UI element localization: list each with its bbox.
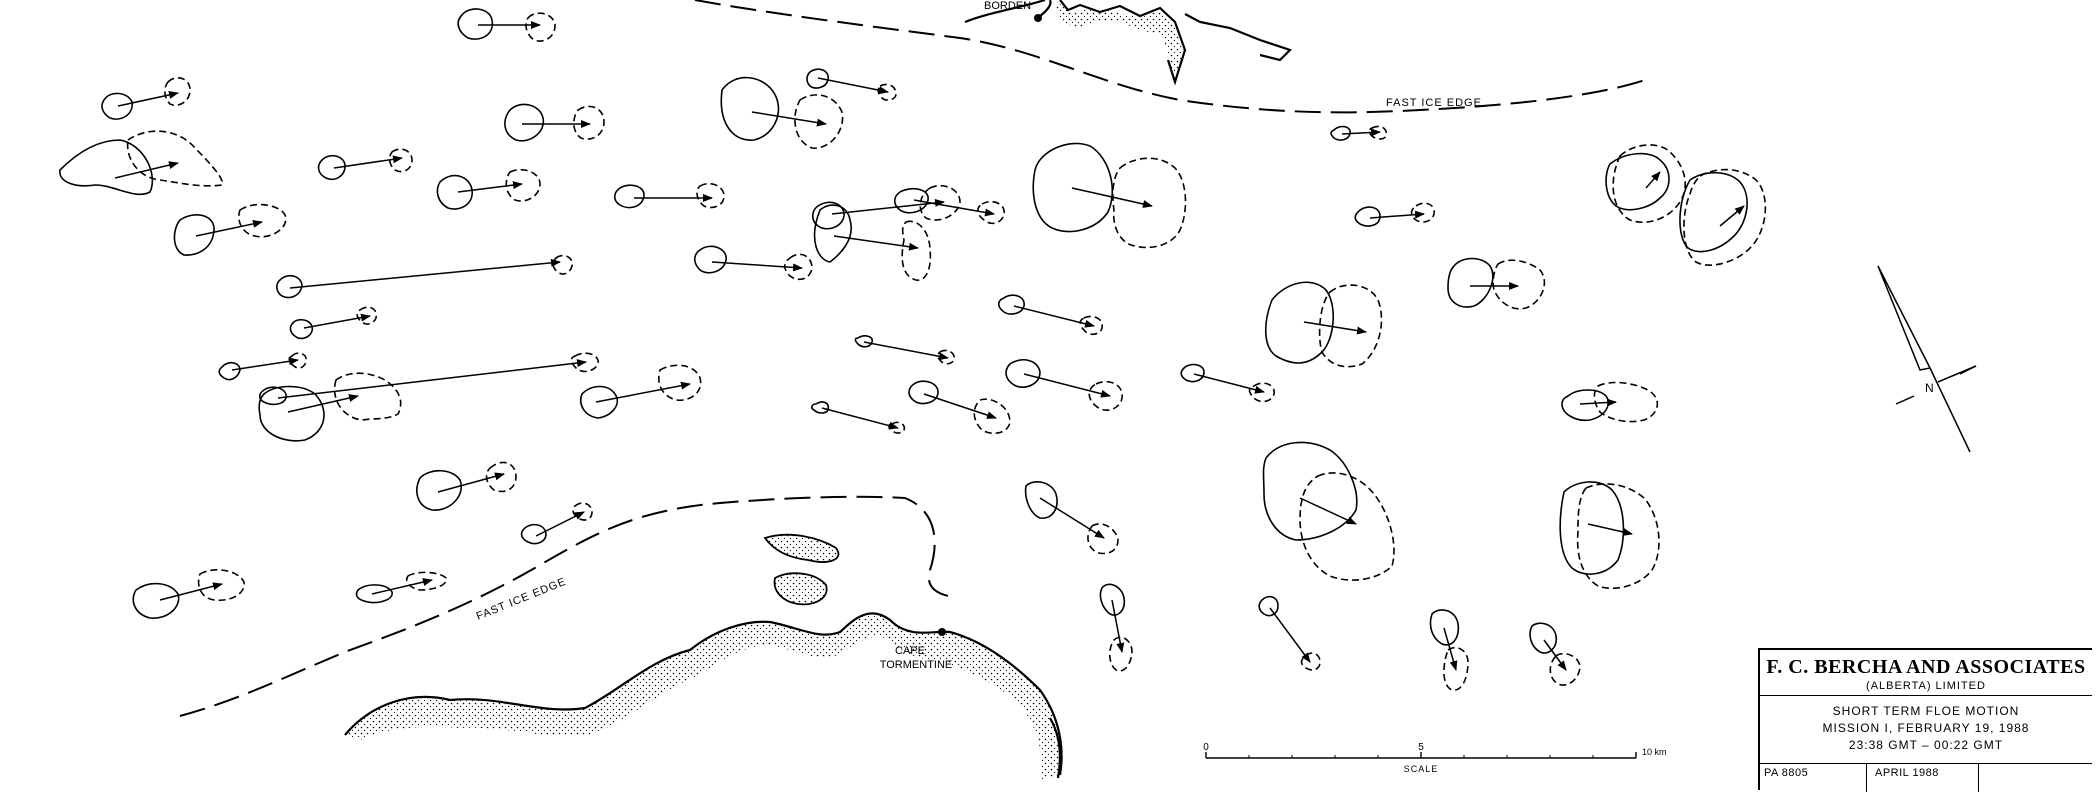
fast-ice-edge-north [694, 0, 1646, 114]
fast-ice-edge-south [179, 495, 956, 717]
mission-line: MISSION I, FEBRUARY 19, 1988 [1822, 721, 2030, 735]
drawing-number: PA 8805 [1760, 764, 1867, 792]
north-arrow [1877, 265, 1977, 453]
title-block-empty-cell [1979, 764, 2092, 792]
cape-label-2: TORMENTINE [880, 659, 953, 671]
drawing-title: SHORT TERM FLOE MOTION [1832, 704, 2020, 718]
scale-tick-start: 0 [1203, 742, 1209, 753]
scale-caption: SCALE [1404, 764, 1439, 774]
fast-ice-edge-south-label: FAST ICE EDGE [475, 576, 568, 623]
scale-tick-mid: 5 [1418, 742, 1424, 753]
north-coast [964, 0, 1293, 86]
firm-subtitle: (ALBERTA) LIMITED [1866, 680, 1986, 692]
scale-bar [1205, 752, 1637, 759]
title-block-description: SHORT TERM FLOE MOTION MISSION I, FEBRUA… [1760, 696, 2092, 764]
title-block: F. C. BERCHA AND ASSOCIATES (ALBERTA) LI… [1758, 648, 2092, 792]
drawing-date: APRIL 1988 [1867, 764, 1979, 792]
title-block-footer: PA 8805 APRIL 1988 [1760, 764, 2092, 792]
floe-group [59, 8, 1767, 691]
scale-tick-end: 10 km [1642, 747, 1667, 757]
north-label: N [1925, 381, 1934, 395]
title-block-firm: F. C. BERCHA AND ASSOCIATES (ALBERTA) LI… [1760, 650, 2092, 696]
borden-label: BORDEN [984, 0, 1031, 12]
time-range: 23:38 GMT – 00:22 GMT [1848, 738, 2004, 752]
cape-label-1: CAPE [895, 645, 925, 657]
firm-name: F. C. BERCHA AND ASSOCIATES [1766, 656, 2086, 678]
south-coast [344, 533, 1063, 780]
fast-ice-edge-north-label: FAST ICE EDGE [1386, 97, 1482, 109]
